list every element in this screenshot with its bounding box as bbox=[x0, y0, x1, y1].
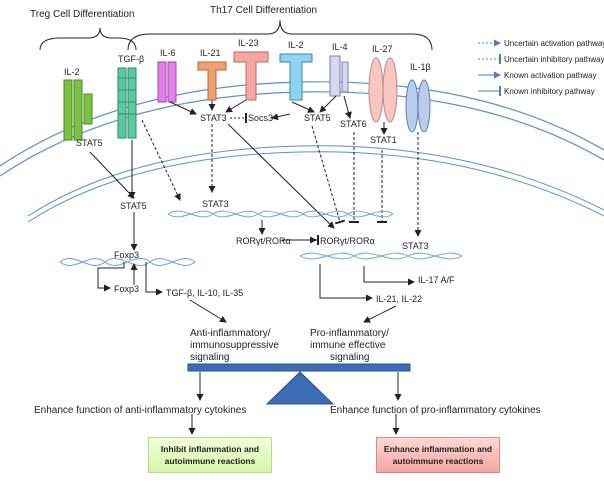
anti-signaling-line: Anti-inflammatory/ bbox=[190, 328, 271, 339]
nuclear-membrane bbox=[27, 145, 604, 223]
pro-signaling-line: Pro-inflammatory/ bbox=[310, 328, 389, 339]
receptor-label-il21: IL-21 bbox=[200, 48, 221, 58]
enhance-box-line: Enhance inflammation and bbox=[383, 444, 493, 454]
dna-strands bbox=[59, 210, 463, 266]
node-ror-left: RORγt/RORα bbox=[236, 236, 291, 246]
node-stat1: STAT1 bbox=[370, 135, 397, 145]
il2-receptor-left: IL-2 bbox=[63, 67, 93, 141]
receptor-label-il2-right: IL-2 bbox=[288, 40, 304, 50]
receptor-label-il2-left: IL-2 bbox=[64, 67, 80, 77]
anti-outcome-text: Enhance function of anti-inflammatory cy… bbox=[34, 405, 246, 416]
node-stat3-nuc: STAT3 bbox=[202, 199, 229, 209]
anti-signaling: Anti-inflammatory/ immunosuppressive sig… bbox=[190, 328, 279, 363]
il1b-receptor: IL-1β bbox=[405, 62, 431, 133]
inhibit-box-line: autoimmune reactions bbox=[164, 456, 256, 466]
balance-fulcrum bbox=[265, 371, 335, 405]
pro-signaling-line: immune effective bbox=[310, 340, 386, 351]
balance-scale bbox=[187, 363, 411, 405]
enhance-inflammation-box: Enhance inflammation and autoimmune reac… bbox=[376, 437, 500, 473]
legend-label: Uncertain inhibitory pathway bbox=[504, 55, 604, 64]
enhance-box-line: autoimmune reactions bbox=[392, 456, 484, 466]
inhibit-box-line: Inhibit inflammation and bbox=[160, 444, 260, 454]
th17-brace bbox=[127, 19, 433, 51]
il2-receptor-right: IL-2 bbox=[279, 40, 313, 101]
node-tgf-out: TGF-β, IL-10, IL-35 bbox=[166, 288, 243, 298]
node-stat5-right: STAT5 bbox=[304, 113, 331, 123]
node-socs3: Socs3 bbox=[248, 113, 273, 123]
node-stat6: STAT6 bbox=[340, 119, 367, 129]
il4-receptor: IL-4 bbox=[329, 42, 349, 97]
node-ror-right: RORγt/RORα bbox=[320, 236, 375, 246]
balance-beam bbox=[187, 363, 411, 372]
anti-signaling-line: signaling bbox=[190, 352, 229, 363]
node-stat3-mid: STAT3 bbox=[200, 113, 227, 123]
node-foxp3-b: Foxp3 bbox=[114, 284, 139, 294]
node-stat5-left: STAT5 bbox=[76, 138, 103, 148]
legend: Uncertain activation pathway Uncertain i… bbox=[478, 39, 604, 96]
il6-receptor: IL-6 bbox=[157, 48, 177, 103]
inhibit-inflammation-box: Inhibit inflammation and autoimmune reac… bbox=[148, 437, 272, 473]
node-stat3-right: STAT3 bbox=[402, 241, 429, 251]
pro-signaling: Pro-inflammatory/ immune effective signa… bbox=[310, 328, 389, 363]
cytoplasm-pathways bbox=[89, 95, 422, 237]
nucleus-pathways bbox=[97, 212, 415, 323]
receptor-label-il1b: IL-1β bbox=[410, 62, 431, 72]
receptor-label-il6: IL-6 bbox=[160, 48, 176, 58]
treg-brace bbox=[39, 27, 137, 51]
receptor-label-il4: IL-4 bbox=[332, 42, 348, 52]
receptor-label-il27: IL-27 bbox=[372, 44, 393, 54]
outcome-arrows bbox=[188, 372, 402, 435]
anti-signaling-line: immunosuppressive bbox=[190, 340, 279, 351]
il21-receptor: IL-21 bbox=[197, 48, 227, 101]
tgfb-receptor: TGF-β bbox=[117, 54, 144, 139]
treg-header: Treg Cell Differentiation bbox=[30, 9, 135, 20]
node-stat5-nuc: STAT5 bbox=[120, 201, 147, 211]
pro-signaling-line: signaling bbox=[330, 352, 369, 363]
il23-receptor: IL-23 bbox=[233, 38, 269, 101]
th17-header: Th17 Cell Differentiation bbox=[210, 5, 317, 16]
il27-receptor: IL-27 bbox=[368, 44, 398, 123]
receptor-label-tgfb: TGF-β bbox=[118, 54, 144, 64]
node-il21-22: IL-21, IL-22 bbox=[376, 294, 422, 304]
legend-label: Known activation pathway bbox=[504, 71, 597, 80]
pro-outcome-text: Enhance function of pro-inflammatory cyt… bbox=[330, 405, 541, 416]
node-foxp3-a: Foxp3 bbox=[114, 250, 139, 260]
legend-label: Uncertain activation pathway bbox=[504, 39, 604, 48]
legend-label: Known inhibitory pathway bbox=[504, 87, 595, 96]
node-il17: IL-17 A/F bbox=[418, 275, 455, 285]
receptor-label-il23: IL-23 bbox=[238, 38, 259, 48]
